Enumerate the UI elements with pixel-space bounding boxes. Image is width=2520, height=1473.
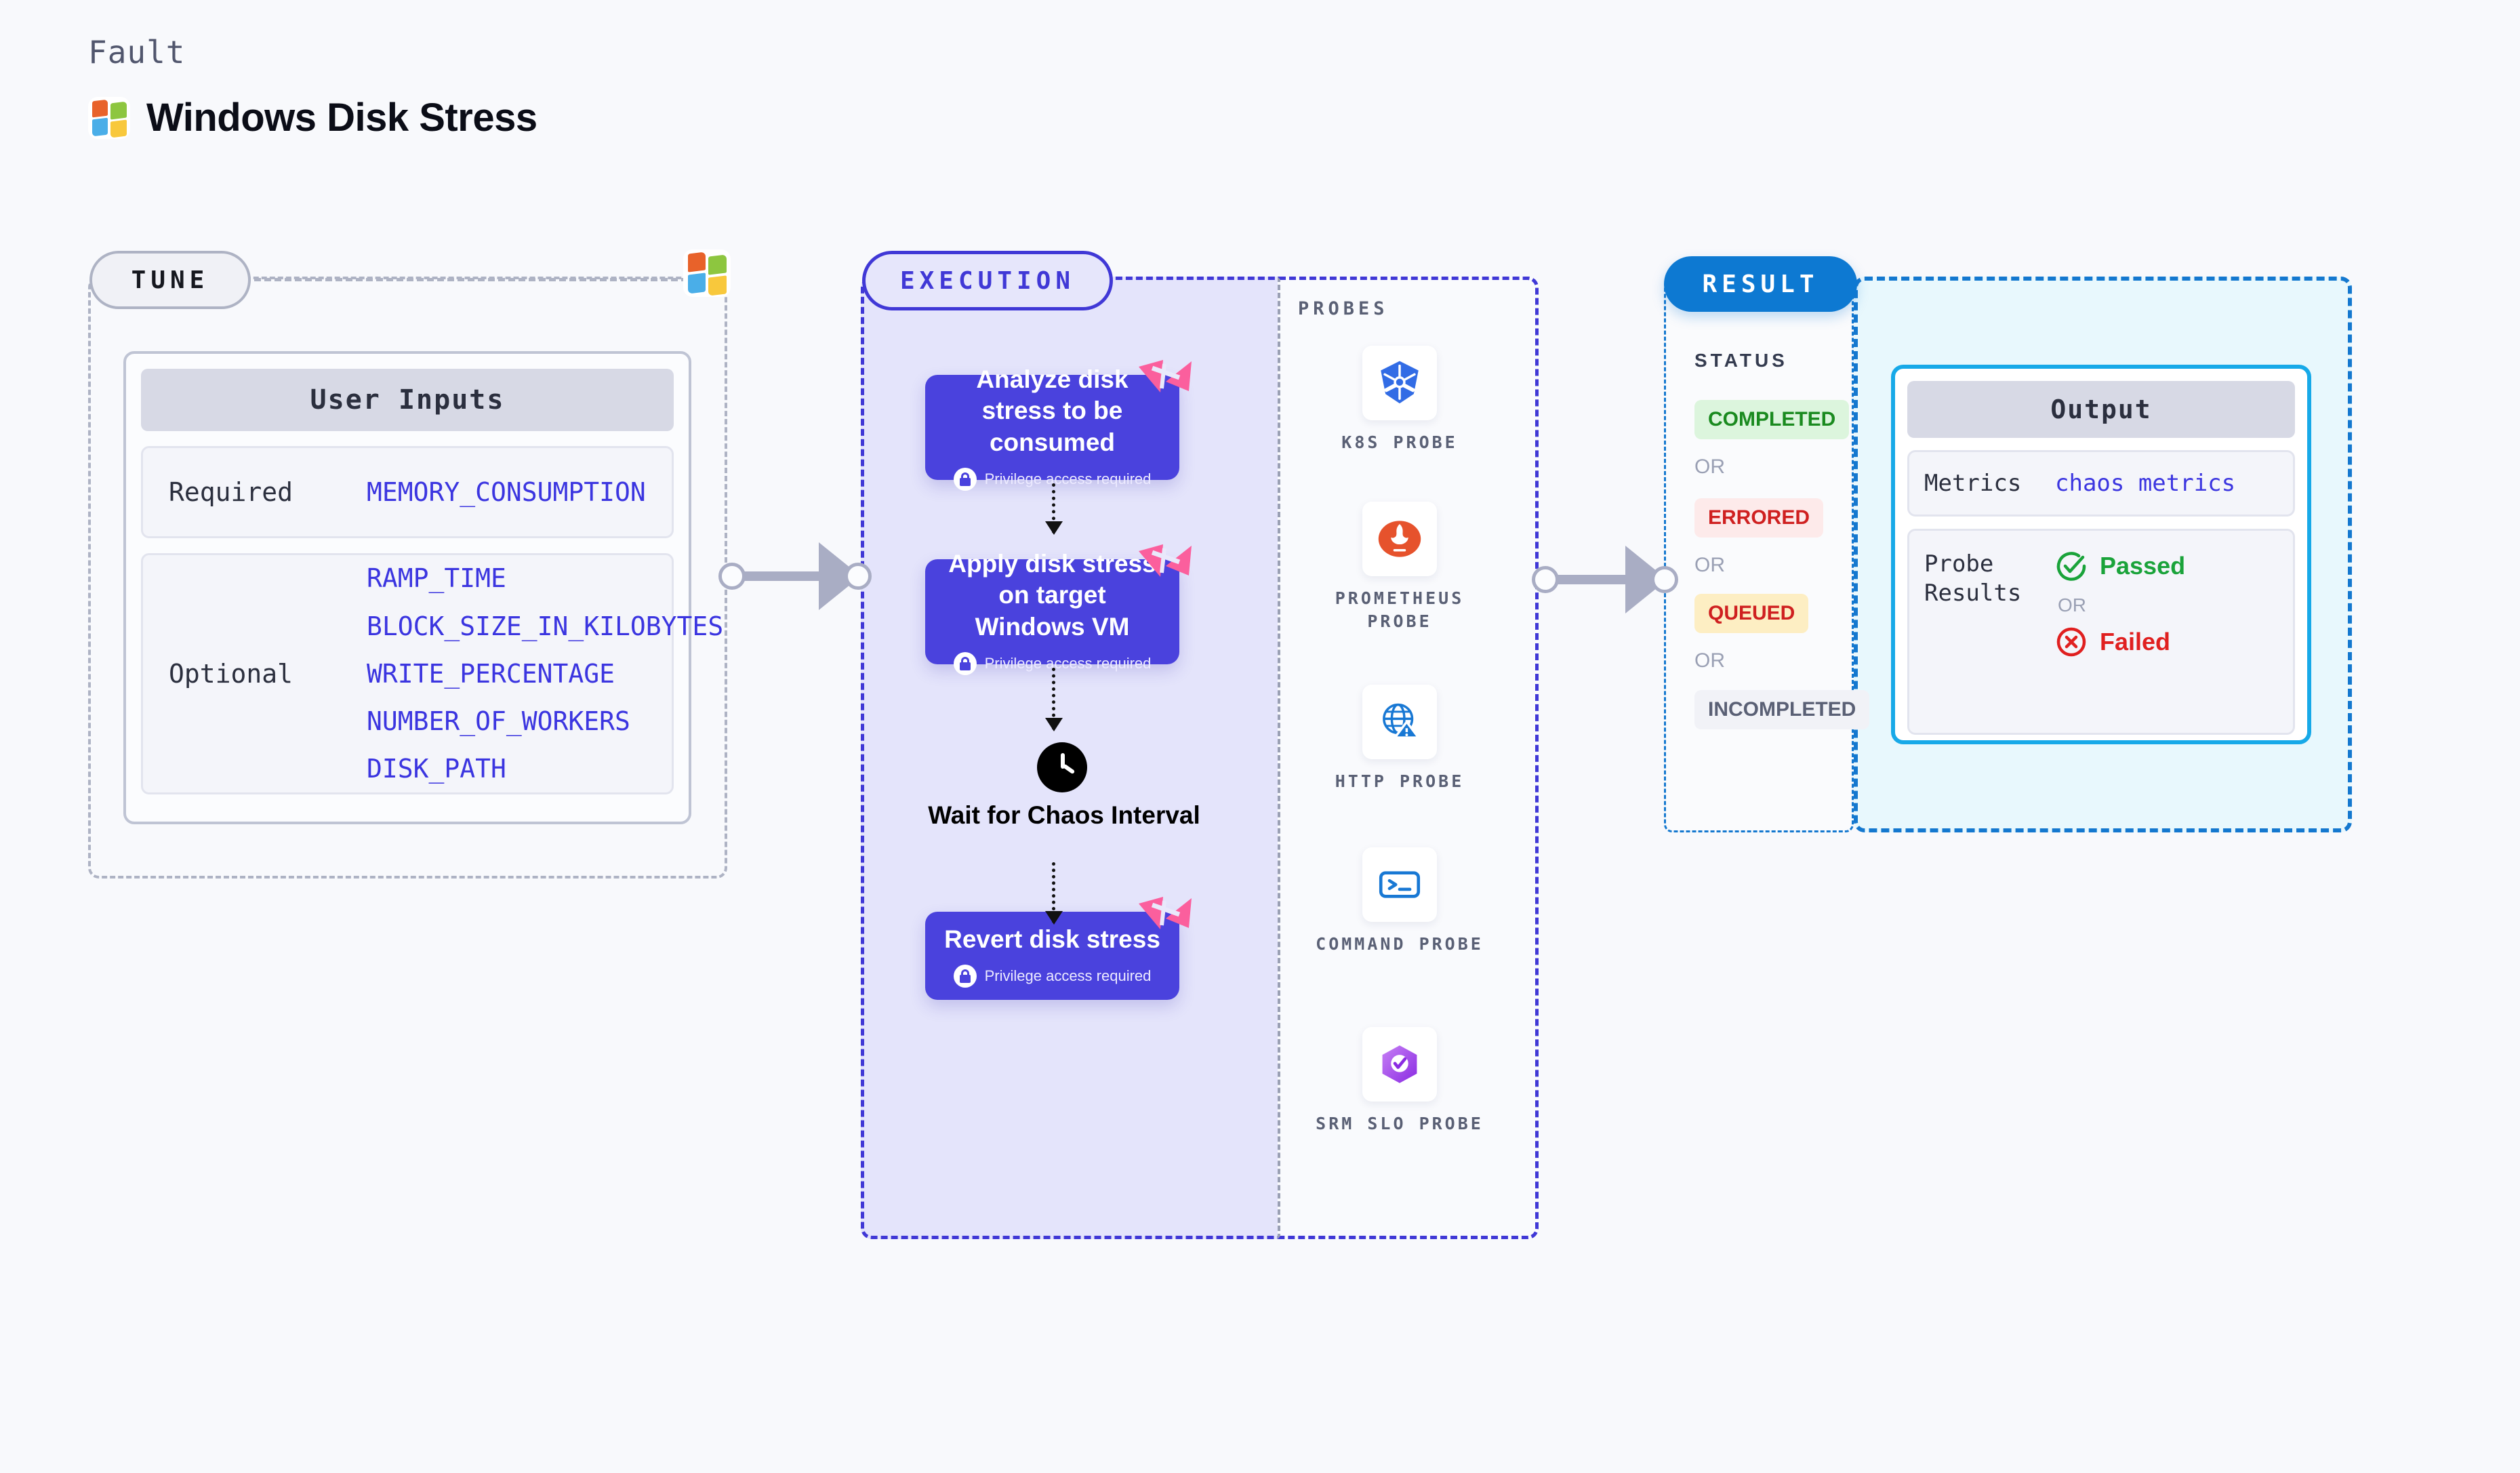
status-title: STATUS	[1694, 350, 1788, 371]
status-badge-queued: QUEUED	[1694, 594, 1809, 633]
passed-label: Passed	[2100, 552, 2186, 580]
or-separator: OR	[2058, 594, 2086, 616]
privilege-text: Privilege access required	[984, 967, 1152, 985]
privilege-note: Privilege access required	[953, 965, 1152, 988]
fault-injection-icon	[1139, 897, 1192, 929]
tune-pill[interactable]: TUNE	[89, 251, 251, 309]
lock-icon	[953, 651, 977, 675]
privilege-text: Privilege access required	[984, 654, 1152, 672]
execution-step-analyze[interactable]: Analyze disk stress to be consumed Privi…	[925, 360, 1192, 491]
optional-values: RAMP_TIME BLOCK_SIZE_IN_KILOBYTES WRITE_…	[367, 554, 723, 792]
step-title: Revert disk stress	[944, 925, 1160, 953]
or-separator: OR	[1694, 554, 1725, 576]
connector-tune-to-execution	[718, 542, 872, 610]
or-separator: OR	[1694, 456, 1725, 478]
check-circle-icon	[2056, 552, 2086, 581]
input-number-of-workers: NUMBER_OF_WORKERS	[367, 706, 630, 737]
fault-injection-icon	[1139, 544, 1192, 577]
tune-dashed-connector	[244, 278, 718, 281]
probe-label: K8S PROBE	[1341, 432, 1458, 452]
user-inputs-card: User Inputs Required MEMORY_CONSUMPTION …	[123, 351, 723, 824]
probe-command[interactable]: COMMAND PROBE	[1315, 847, 1484, 956]
title-row: Windows Disk Stress	[88, 95, 537, 140]
execution-pill[interactable]: EXECUTION	[862, 251, 1113, 310]
status-badge-errored: ERRORED	[1694, 498, 1824, 538]
probe-srm-slo[interactable]: SRM SLO PROBE	[1315, 1027, 1484, 1135]
metrics-label: Metrics	[1924, 470, 2022, 497]
required-values: MEMORY_CONSUMPTION	[367, 468, 646, 516]
probe-label: HTTP PROBE	[1335, 771, 1465, 791]
input-ramp-time: RAMP_TIME	[367, 563, 506, 594]
probe-k8s[interactable]: K8S PROBE	[1315, 346, 1484, 454]
terminal-icon	[1362, 847, 1437, 922]
probes-title: PROBES	[1298, 298, 1389, 319]
flow-arrow-1	[1045, 483, 1063, 535]
user-inputs-title: User Inputs	[141, 369, 674, 431]
probe-result-passed: Passed	[2055, 550, 2185, 582]
input-write-percentage: WRITE_PERCENTAGE	[367, 658, 615, 689]
input-memory-consumption: MEMORY_CONSUMPTION	[367, 477, 646, 507]
lock-icon	[953, 467, 977, 491]
input-disk-path: DISK_PATH	[367, 754, 506, 784]
result-status-panel	[1664, 277, 1854, 832]
lock-icon	[953, 965, 977, 988]
fault-injection-icon	[1139, 360, 1192, 392]
privilege-text: Privilege access required	[984, 470, 1152, 487]
probe-http[interactable]: HTTP PROBE	[1315, 685, 1484, 793]
flow-arrow-3	[1045, 862, 1063, 925]
windows-logo-icon	[88, 96, 130, 139]
probe-results-values: Passed OR Failed	[2055, 550, 2185, 658]
probe-prometheus[interactable]: PROMETHEUS PROBE	[1315, 502, 1484, 633]
or-separator: OR	[1694, 649, 1725, 672]
failed-label: Failed	[2100, 628, 2171, 655]
execution-step-apply[interactable]: Apply disk stress on target Windows VM P…	[925, 544, 1192, 675]
optional-label: Optional	[169, 659, 293, 689]
status-badge-completed: COMPLETED	[1694, 400, 1850, 439]
execution-step-revert[interactable]: Revert disk stress Privilege access requ…	[925, 897, 1192, 1000]
x-circle-icon	[2056, 627, 2086, 657]
clock-icon	[1037, 742, 1087, 792]
probe-label: PROMETHEUS PROBE	[1335, 588, 1465, 631]
required-label: Required	[169, 477, 293, 507]
input-block-size: BLOCK_SIZE_IN_KILOBYTES	[367, 611, 724, 641]
output-title: Output	[1907, 381, 2295, 438]
result-pill[interactable]: RESULT	[1664, 256, 1857, 312]
status-badge-incompleted: INCOMPLETED	[1694, 690, 1870, 729]
metrics-row: Metrics chaos metrics	[1907, 450, 2295, 517]
srm-slo-icon	[1362, 1027, 1437, 1102]
prometheus-icon	[1362, 502, 1437, 576]
tune-windows-logo-icon	[683, 249, 731, 297]
probe-label: COMMAND PROBE	[1316, 934, 1484, 954]
privilege-note: Privilege access required	[953, 467, 1152, 491]
privilege-note: Privilege access required	[953, 651, 1152, 675]
probe-label: SRM SLO PROBE	[1316, 1114, 1484, 1133]
step-title: Analyze disk stress to be consumed	[976, 365, 1129, 456]
connector-execution-to-result	[1532, 546, 1678, 613]
flow-arrow-2	[1045, 668, 1063, 731]
kubernetes-icon	[1362, 346, 1437, 420]
http-globe-icon	[1362, 685, 1437, 759]
page-title: Windows Disk Stress	[146, 96, 537, 140]
optional-inputs-row: Optional RAMP_TIME BLOCK_SIZE_IN_KILOBYT…	[141, 553, 723, 794]
wait-for-chaos-interval-label: Wait for Chaos Interval	[928, 801, 1200, 829]
metrics-value: chaos metrics	[2055, 469, 2236, 497]
probe-result-failed: Failed	[2055, 626, 2185, 658]
fault-kicker: Fault	[88, 34, 186, 70]
page-header: Fault Windows Disk Stress	[88, 34, 537, 140]
step-title: Apply disk stress on target Windows VM	[948, 550, 1156, 641]
required-inputs-row: Required MEMORY_CONSUMPTION	[141, 446, 674, 538]
